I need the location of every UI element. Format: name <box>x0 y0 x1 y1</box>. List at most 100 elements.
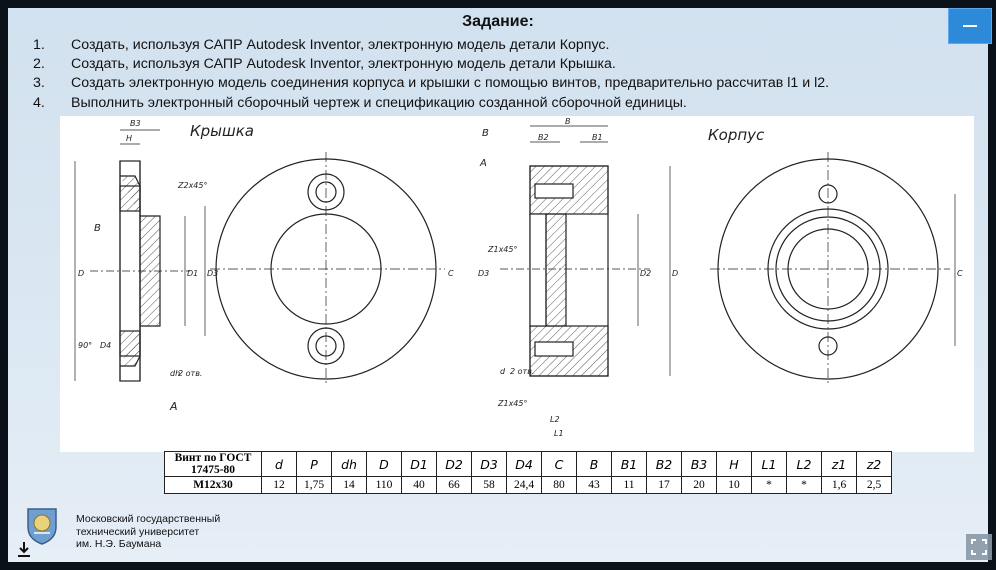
label-d2: D2 <box>640 269 651 278</box>
spec-table: Винт по ГОСТ 17475-80 d P dh D D1 D2 D3 … <box>164 451 892 494</box>
label-b-left: B <box>94 223 101 234</box>
label-d4: D4 <box>100 341 111 350</box>
download-icon[interactable] <box>16 540 32 558</box>
university-line: им. Н.Э. Баумана <box>76 538 162 550</box>
label-b3: B3 <box>130 119 141 128</box>
spec-symbol: D4 <box>506 451 542 477</box>
cover-section-view <box>74 129 206 382</box>
spec-value: 40 <box>401 476 437 494</box>
spec-symbol: D1 <box>401 451 437 477</box>
label-d: D <box>78 269 84 278</box>
cover-front-view <box>210 152 445 386</box>
spec-value: 11 <box>611 476 647 494</box>
spec-value: 24,4 <box>506 476 542 494</box>
spec-value: 110 <box>366 476 402 494</box>
body-section-view <box>500 125 671 377</box>
spec-header-row: Винт по ГОСТ 17475-80 d P dh D D1 D2 D3 … <box>164 451 892 477</box>
body-front-view <box>710 152 956 386</box>
task-number: 1 <box>33 36 71 55</box>
minimize-button[interactable] <box>948 8 992 44</box>
spec-table-container: Винт по ГОСТ 17475-80 d P dh D D1 D2 D3 … <box>164 451 892 494</box>
spec-value: 2,5 <box>856 476 892 494</box>
spec-symbol: B3 <box>681 451 717 477</box>
fullscreen-button[interactable] <box>966 534 992 560</box>
body-title: Корпус <box>708 126 765 144</box>
label-b-right: B <box>482 128 489 139</box>
spec-symbol: L2 <box>786 451 822 477</box>
task-number: 2 <box>33 55 71 74</box>
label-a-left: A <box>169 400 178 413</box>
label-b1: B1 <box>592 133 603 142</box>
university-logo-icon <box>27 508 57 545</box>
spec-symbol: D2 <box>436 451 472 477</box>
cover-title: Крышка <box>190 122 254 140</box>
label-l2: L2 <box>550 415 560 424</box>
spec-value: 43 <box>576 476 612 494</box>
label-z1: Z1x45° <box>487 245 517 254</box>
spec-value: 66 <box>436 476 472 494</box>
task-number: 3 <box>33 74 71 93</box>
spec-symbol: C <box>541 451 577 477</box>
label-d3-right: D3 <box>478 269 489 278</box>
spec-symbol: D <box>366 451 402 477</box>
task-text: Создать, используя САПР Autodesk Invento… <box>71 56 616 73</box>
task-text: Выполнить электронный сборочный чертеж и… <box>71 94 687 111</box>
spec-value: 80 <box>541 476 577 494</box>
spec-value: 58 <box>471 476 507 494</box>
task-item: 1Создать, используя САПР Autodesk Invent… <box>33 36 829 55</box>
spec-value: 12 <box>261 476 297 494</box>
label-z1-bottom: Z1x45° <box>497 399 527 408</box>
slide-title: Задание: <box>462 13 534 30</box>
spec-symbol: z1 <box>821 451 857 477</box>
task-item: 3Создать электронную модель соединения к… <box>33 74 829 93</box>
label-d3: D3 <box>207 269 218 278</box>
spec-symbol: B <box>576 451 612 477</box>
spec-symbol: B2 <box>646 451 682 477</box>
label-a-right: A <box>479 158 487 169</box>
label-holes-right: 2 отв. <box>510 367 534 376</box>
spec-symbol: D3 <box>471 451 507 477</box>
label-d-small: d <box>500 367 506 376</box>
spec-symbol: L1 <box>751 451 787 477</box>
label-z2: Z2x45° <box>177 181 207 190</box>
drawing-svg: Крышка Корпус B3 H Z2x45° B D D1 D3 90° … <box>74 117 963 438</box>
minus-icon <box>963 25 977 27</box>
label-c-right: C <box>957 269 963 278</box>
task-item: 4Выполнить электронный сборочный чертеж … <box>33 94 829 113</box>
task-number: 4 <box>33 94 71 113</box>
task-item: 2Создать, используя САПР Autodesk Invent… <box>33 55 829 74</box>
spec-header-first: Винт по ГОСТ 17475-80 <box>164 451 262 477</box>
spec-value: * <box>786 476 822 494</box>
label-holes: 2 отв. <box>178 369 202 378</box>
label-angle: 90° <box>78 341 92 350</box>
label-d-right: D <box>672 269 678 278</box>
spec-symbol: P <box>296 451 332 477</box>
spec-symbol: d <box>261 451 297 477</box>
label-b2: B2 <box>538 133 549 142</box>
spec-value: 1,6 <box>821 476 857 494</box>
spec-value: * <box>751 476 787 494</box>
label-c: C <box>448 269 454 278</box>
label-dh: dh <box>170 369 180 378</box>
spec-value: 14 <box>331 476 367 494</box>
label-l1: L1 <box>554 429 564 438</box>
spec-value: 20 <box>681 476 717 494</box>
task-text: Создать, используя САПР Autodesk Invento… <box>71 37 610 53</box>
spec-symbol: dh <box>331 451 367 477</box>
university-name: Московский государственный технический у… <box>76 513 220 551</box>
university-line: технический университет <box>76 525 200 538</box>
label-d1: D1 <box>187 269 198 278</box>
spec-symbol: z2 <box>856 451 892 477</box>
spec-symbol: H <box>716 451 752 477</box>
engineering-drawing: Крышка Корпус B3 H Z2x45° B D D1 D3 90° … <box>60 116 974 452</box>
task-list: 1Создать, используя САПР Autodesk Invent… <box>33 36 829 113</box>
spec-value: 17 <box>646 476 682 494</box>
spec-value: 10 <box>716 476 752 494</box>
label-b-top: B <box>565 117 571 126</box>
university-line: Московский государственный <box>76 513 221 525</box>
spec-value: 1,75 <box>296 476 332 494</box>
expand-icon <box>971 539 987 555</box>
task-text: Создать электронную модель соединения ко… <box>71 75 830 92</box>
spec-row-first: M12x30 <box>164 476 262 494</box>
spec-value-row: M12x30 12 1,75 14 110 40 66 58 24,4 80 4… <box>164 476 892 494</box>
